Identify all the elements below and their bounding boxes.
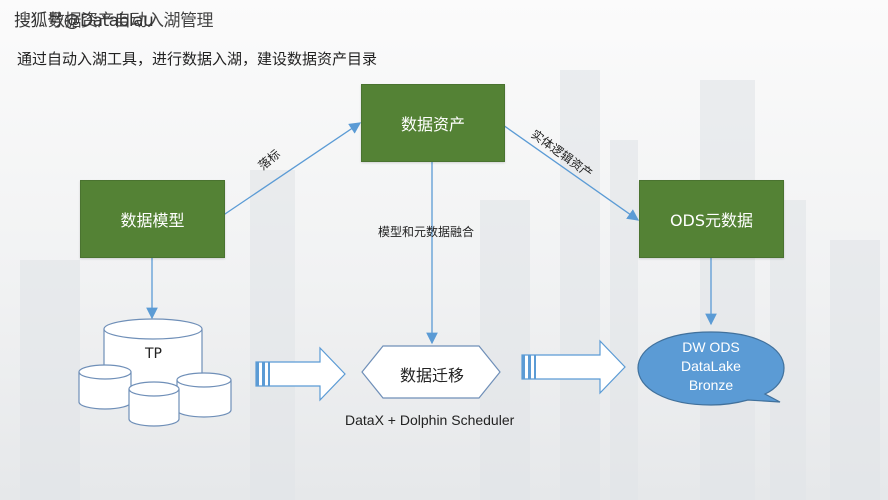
data-lake-line-1: DW ODS: [682, 339, 740, 355]
node-data-asset: 数据资产: [361, 84, 505, 162]
page-subtitle: 通过自动入湖工具，进行数据入湖，建设数据资产目录: [17, 50, 378, 68]
edge-asset-to-ods: [502, 124, 640, 221]
data-lake-label: DW ODS DataLake Bronze: [651, 338, 771, 395]
block-arrow-right: [521, 339, 626, 395]
migrate-hexagon: [361, 345, 501, 399]
node-ods-metadata: ODS元数据: [639, 180, 784, 258]
data-lake-line-3: Bronze: [688, 377, 734, 393]
data-lake-cloud: [637, 331, 785, 406]
tools-caption: DataX + Dolphin Scheduler: [345, 412, 515, 428]
watermark-text: 搜狐号@Datablau: [14, 11, 154, 31]
db-cylinder-left: [78, 364, 132, 410]
db-cylinder-middle: [128, 381, 180, 427]
block-arrow-left: [255, 346, 346, 402]
tp-label: TP: [145, 346, 162, 362]
watermark: 数据资产自动入湖管理 搜狐号@Datablau: [14, 6, 214, 31]
node-data-model: 数据模型: [80, 180, 225, 258]
page-title-behind-watermark: 数据资产自动入湖管理: [48, 11, 214, 31]
migrate-label: 数据迁移: [400, 366, 465, 385]
data-lake-line-2: DataLake: [681, 358, 741, 374]
edge-label-asset-to-migrate: 模型和元数据融合: [378, 225, 475, 239]
db-cylinder-right: [176, 372, 232, 418]
edge-model-to-asset: [221, 122, 362, 217]
